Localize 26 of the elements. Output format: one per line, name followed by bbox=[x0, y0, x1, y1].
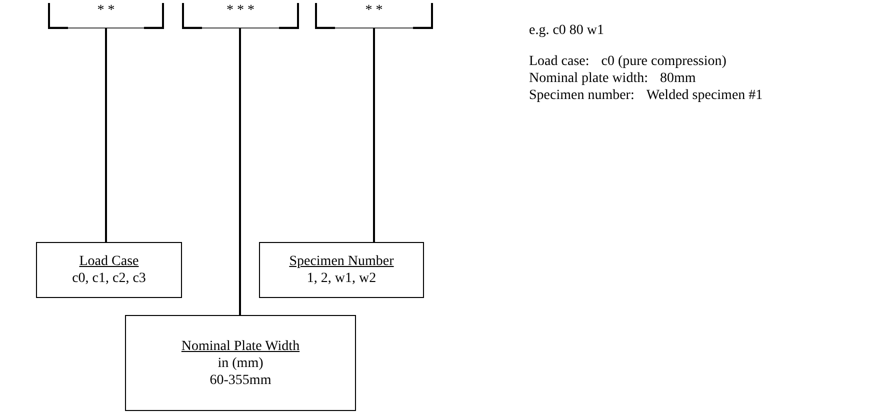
placeholder-marks: * * * bbox=[226, 3, 254, 19]
bracket bbox=[315, 3, 433, 29]
note-value: c0 (pure compression) bbox=[601, 53, 726, 70]
connector-line bbox=[239, 28, 241, 315]
bracket bbox=[182, 3, 299, 29]
label-box bbox=[36, 242, 182, 298]
box-text: 60-355mm bbox=[210, 372, 272, 388]
bracket bbox=[48, 3, 164, 29]
connector-line bbox=[105, 28, 107, 242]
example-text: e.g. c0 80 w1 bbox=[529, 22, 604, 39]
box-text: in (mm) bbox=[218, 354, 264, 372]
note-key: Specimen number: bbox=[529, 87, 634, 104]
label-box bbox=[259, 242, 424, 298]
box-heading: Specimen Number bbox=[289, 253, 394, 270]
connector-line bbox=[373, 28, 375, 242]
note-value: 80mm bbox=[660, 70, 696, 87]
box-text: c0, c1, c2, c3 bbox=[72, 270, 146, 287]
note-value: Welded specimen #1 bbox=[646, 87, 763, 104]
note-key: Nominal plate width: bbox=[529, 70, 648, 87]
note-key: Load case: bbox=[529, 53, 590, 70]
placeholder-marks: * * bbox=[97, 3, 115, 19]
label-box bbox=[125, 315, 356, 411]
box-heading: Load Case bbox=[79, 253, 139, 270]
box-text: 1, 2, w1, w2 bbox=[306, 270, 376, 287]
placeholder-marks: * * bbox=[365, 3, 383, 19]
box-heading: Nominal Plate Width bbox=[181, 338, 300, 354]
